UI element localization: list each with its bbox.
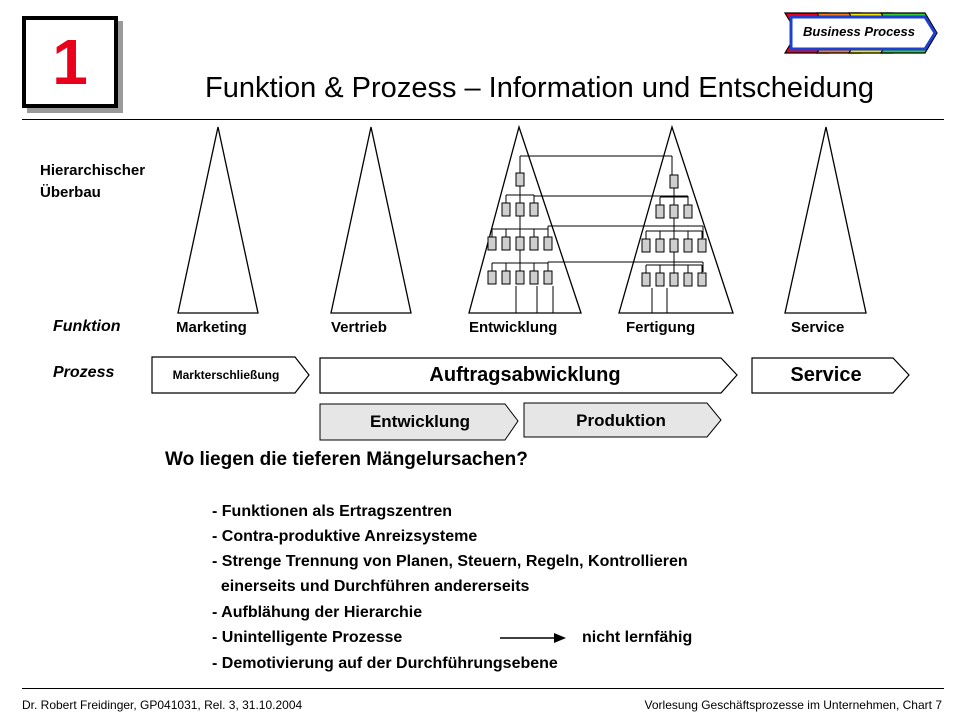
- org-chart-fertigung: [641, 174, 707, 287]
- process-arrow-produktion: [523, 402, 722, 438]
- process-arrow-auftragsabwicklung: [319, 357, 738, 394]
- arrow-result-label: nicht lernfähig: [582, 629, 693, 646]
- process-label-auftragsabwicklung: Auftragsabwicklung: [429, 364, 621, 386]
- org-box: [487, 270, 497, 285]
- process-label-entwicklung: Entwicklung: [369, 412, 471, 431]
- right-arrow-icon: [500, 633, 566, 643]
- org-box: [515, 172, 525, 187]
- org-box: [515, 202, 525, 217]
- logo-chevrons: [783, 12, 938, 54]
- org-box: [641, 238, 651, 253]
- hierarchy-label-line2: Überbau: [40, 184, 101, 201]
- org-box: [487, 236, 497, 251]
- row-label-prozess: Prozess: [53, 364, 115, 381]
- row-label-funktion: Funktion: [53, 318, 121, 335]
- process-arrow-entwicklung: [319, 403, 519, 441]
- org-box: [515, 236, 525, 251]
- triangle-fertigung: [618, 124, 734, 314]
- bullet-item-1: - Funktionen als Ertragszentren: [212, 503, 453, 520]
- org-box: [515, 270, 525, 285]
- process-label-markterschliessung: Markterschließung: [172, 368, 280, 382]
- page-title: Funktion & Prozess – Information und Ent…: [205, 72, 874, 104]
- triangle-entwicklung: [468, 124, 582, 314]
- bullet-item-2: - Contra-produktive Anreizsysteme: [212, 528, 478, 545]
- logo-label: Business Process: [802, 24, 915, 39]
- process-label-produktion: Produktion: [576, 411, 666, 430]
- hierarchy-label: Hierarchischer Überbau: [40, 160, 145, 204]
- org-box: [501, 236, 511, 251]
- triangle-service: [784, 126, 867, 314]
- chart-number: 1: [52, 26, 88, 98]
- org-box: [543, 236, 553, 251]
- org-box: [655, 272, 665, 287]
- org-box: [683, 238, 693, 253]
- function-label-marketing: Marketing: [176, 319, 247, 336]
- org-box: [697, 272, 707, 287]
- bullet-item-5: - Unintelligente Prozesse: [212, 629, 403, 646]
- function-label-vertrieb: Vertrieb: [331, 319, 387, 336]
- bullet-item-6: - Demotivierung auf der Durchführungsebe…: [212, 655, 558, 672]
- org-box: [529, 202, 539, 217]
- org-box: [641, 272, 651, 287]
- org-box: [683, 204, 693, 219]
- logo-frame: [789, 15, 937, 51]
- function-label-fertigung: Fertigung: [626, 319, 696, 336]
- org-box: [543, 270, 553, 285]
- org-box: [683, 272, 693, 287]
- hierarchy-label-line1: Hierarchischer: [40, 162, 146, 179]
- org-chart-entwicklung: [487, 172, 553, 285]
- process-arrow-markterschliessung: [151, 356, 310, 394]
- function-label-entwicklung: Entwicklung: [469, 319, 558, 336]
- footer-right: Vorlesung Geschäftsprozesse im Unternehm…: [644, 698, 942, 712]
- triangle-vertrieb: [330, 126, 412, 314]
- process-label-service: Service: [790, 364, 862, 386]
- org-box: [501, 202, 511, 217]
- org-box: [501, 270, 511, 285]
- question-heading: Wo liegen die tieferen Mängelursachen?: [165, 449, 528, 470]
- bullet-item-3: - Strenge Trennung von Planen, Steuern, …: [212, 553, 688, 570]
- bullet-item-4: - Aufblähung der Hierarchie: [212, 604, 423, 621]
- triangle-marketing: [177, 126, 259, 314]
- chart-number-box: 1: [22, 16, 118, 108]
- function-label-service: Service: [791, 319, 845, 336]
- org-box: [655, 238, 665, 253]
- org-box: [529, 236, 539, 251]
- org-box: [669, 174, 679, 189]
- org-box: [655, 204, 665, 219]
- footer-divider: [22, 688, 944, 689]
- process-arrow-service: [751, 357, 910, 394]
- org-box: [697, 238, 707, 253]
- header-divider: [22, 119, 944, 120]
- org-box: [669, 238, 679, 253]
- org-box: [669, 272, 679, 287]
- org-box: [669, 204, 679, 219]
- bullet-item-3-continuation: einerseits und Durchführen andererseits: [212, 578, 530, 595]
- business-process-logo: [783, 12, 938, 54]
- org-box: [529, 270, 539, 285]
- footer-left: Dr. Robert Freidinger, GP041031, Rel. 3,…: [22, 698, 303, 712]
